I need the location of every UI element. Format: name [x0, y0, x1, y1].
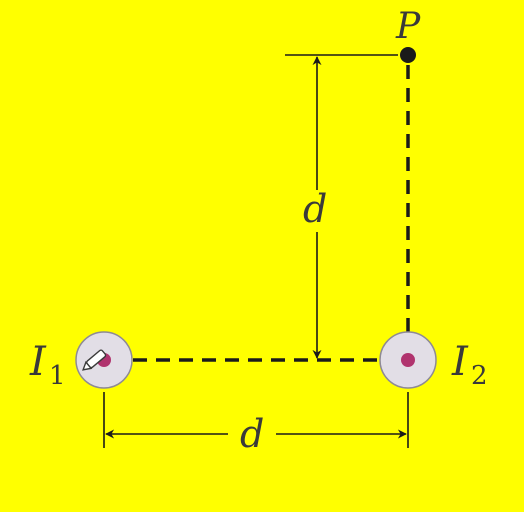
wire-2-symbol: I [451, 339, 469, 385]
wire-1-symbol: I [29, 339, 47, 385]
wire-2-subscript: 2 [471, 361, 488, 391]
wire-2-label: I 2 [451, 339, 488, 391]
wire-1 [75, 331, 133, 389]
wire-2 [379, 331, 437, 389]
point-p-dot [400, 47, 416, 63]
horizontal-distance-label: d [240, 412, 264, 456]
vertical-distance-label: d [303, 187, 327, 231]
wire-1-label: I 1 [29, 339, 66, 391]
wire-1-subscript: 1 [49, 361, 66, 391]
point-p-label: P [395, 6, 421, 47]
pencil-icon [82, 349, 107, 371]
